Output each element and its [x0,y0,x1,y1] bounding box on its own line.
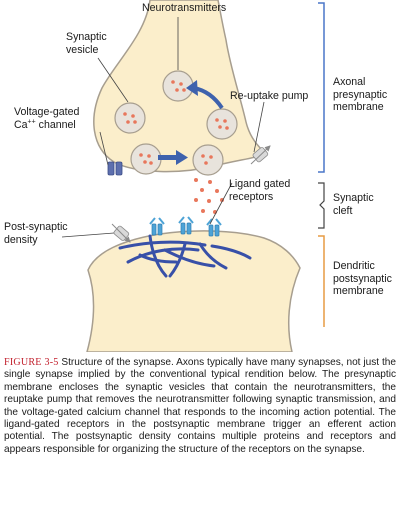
synaptic-vesicles [114,70,238,176]
vesicle-movement-arrow [158,150,188,165]
label-neurotransmitters: Neurotransmitters [142,2,227,14]
label-voltage-gated-channel: Voltage-gated Ca++ channel [14,106,80,131]
postsynaptic-density-filaments [118,234,252,278]
label-reuptake-pump: Re-uptake pump [230,90,309,102]
caption-text: Structure of the synapse. Axons typicall… [4,357,396,455]
synapse-diagram [61,0,325,352]
leader-lines [61,17,265,238]
receptor-icon [149,217,165,236]
vesicle [192,144,224,176]
figure-caption: FIGURE 3-5 Structure of the synapse. Axo… [4,357,396,456]
figure-label: FIGURE 3-5 [4,357,59,368]
vesicle [114,102,146,134]
cleft-neurotransmitters [194,178,224,214]
label-synaptic-vesicle: Synaptic vesicle [66,31,107,56]
receptor-icon [178,216,194,235]
reuptake-pump-icon [250,145,271,165]
label-ligand-gated-receptors: Ligand gated receptors [229,178,291,203]
postsynaptic-bracket [318,235,325,327]
presynaptic-bracket [318,2,325,173]
voltage-gated-channel-icon [107,161,123,176]
ligand-gated-receptors [149,216,222,237]
cleft-bracket [318,182,325,229]
postsynaptic-pump-icon [111,223,131,243]
vesicle [130,143,162,175]
vesicle [206,108,238,140]
vesicle-neurotransmitters [123,80,229,165]
region-synaptic-cleft: Synaptic cleft [333,192,374,217]
recycling-arrow [186,80,224,110]
region-brackets [318,2,325,327]
region-dendritic-postsynaptic: Dendritic postsynaptic membrane [333,260,392,297]
vesicle [162,70,194,102]
region-axonal-presynaptic: Axonal presynaptic membrane [333,76,388,113]
label-postsynaptic-density: Post-synaptic density [4,221,68,246]
receptor-icon [206,218,222,237]
